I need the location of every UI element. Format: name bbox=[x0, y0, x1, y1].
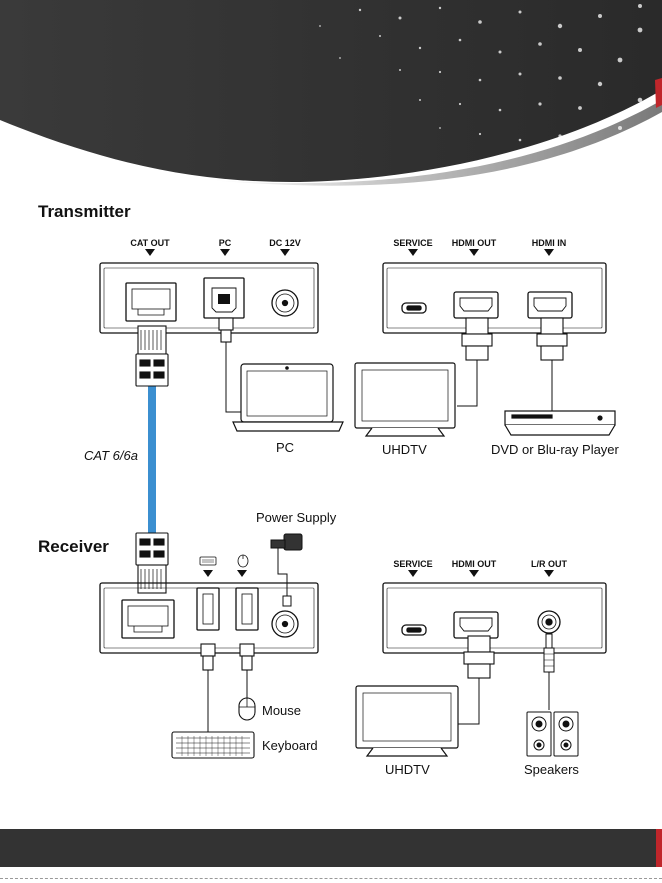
hdmi-plug-out bbox=[462, 318, 492, 360]
usb-plug-mouse bbox=[240, 644, 254, 670]
receiver-front-panel bbox=[383, 583, 606, 653]
tv-icon bbox=[356, 686, 458, 756]
footer-divider bbox=[0, 878, 662, 880]
hdmi-plug-receiver bbox=[464, 636, 494, 678]
cat-cable bbox=[148, 385, 156, 535]
keyboard-icon bbox=[172, 732, 254, 758]
power-supply-label: Power Supply bbox=[256, 510, 336, 525]
keyboard-label: Keyboard bbox=[262, 738, 318, 753]
speakers-label: Speakers bbox=[524, 762, 579, 777]
tv-label: UHDTV bbox=[382, 442, 427, 457]
receiver-rear-panel bbox=[100, 583, 318, 653]
transmitter-rear-panel bbox=[100, 263, 318, 333]
dvd-player-icon bbox=[505, 411, 615, 435]
tv-label: UHDTV bbox=[385, 762, 430, 777]
speakers-icon bbox=[527, 712, 578, 756]
player-label: DVD or Blu-ray Player bbox=[491, 442, 619, 457]
transmitter-front-panel bbox=[383, 263, 606, 333]
pc-label: PC bbox=[276, 440, 294, 455]
usb-plug-keyboard bbox=[201, 644, 215, 670]
keyboard-port-icon bbox=[200, 557, 216, 565]
cable-label: CAT 6/6a bbox=[84, 448, 138, 463]
footer-edge bbox=[656, 829, 662, 867]
hdmi-plug-in bbox=[537, 318, 567, 360]
mouse-icon bbox=[239, 698, 255, 720]
tv-icon bbox=[355, 363, 455, 436]
footer-bar bbox=[0, 829, 662, 867]
power-supply-icon bbox=[271, 534, 302, 550]
rj45-plug-bottom bbox=[136, 533, 168, 593]
audio-plug bbox=[544, 634, 554, 672]
mouse-label: Mouse bbox=[262, 703, 301, 718]
mouse-port-icon bbox=[238, 555, 248, 567]
rj45-plug-top bbox=[136, 326, 168, 386]
laptop-icon bbox=[233, 364, 343, 431]
usb-plug-pc bbox=[219, 318, 233, 342]
